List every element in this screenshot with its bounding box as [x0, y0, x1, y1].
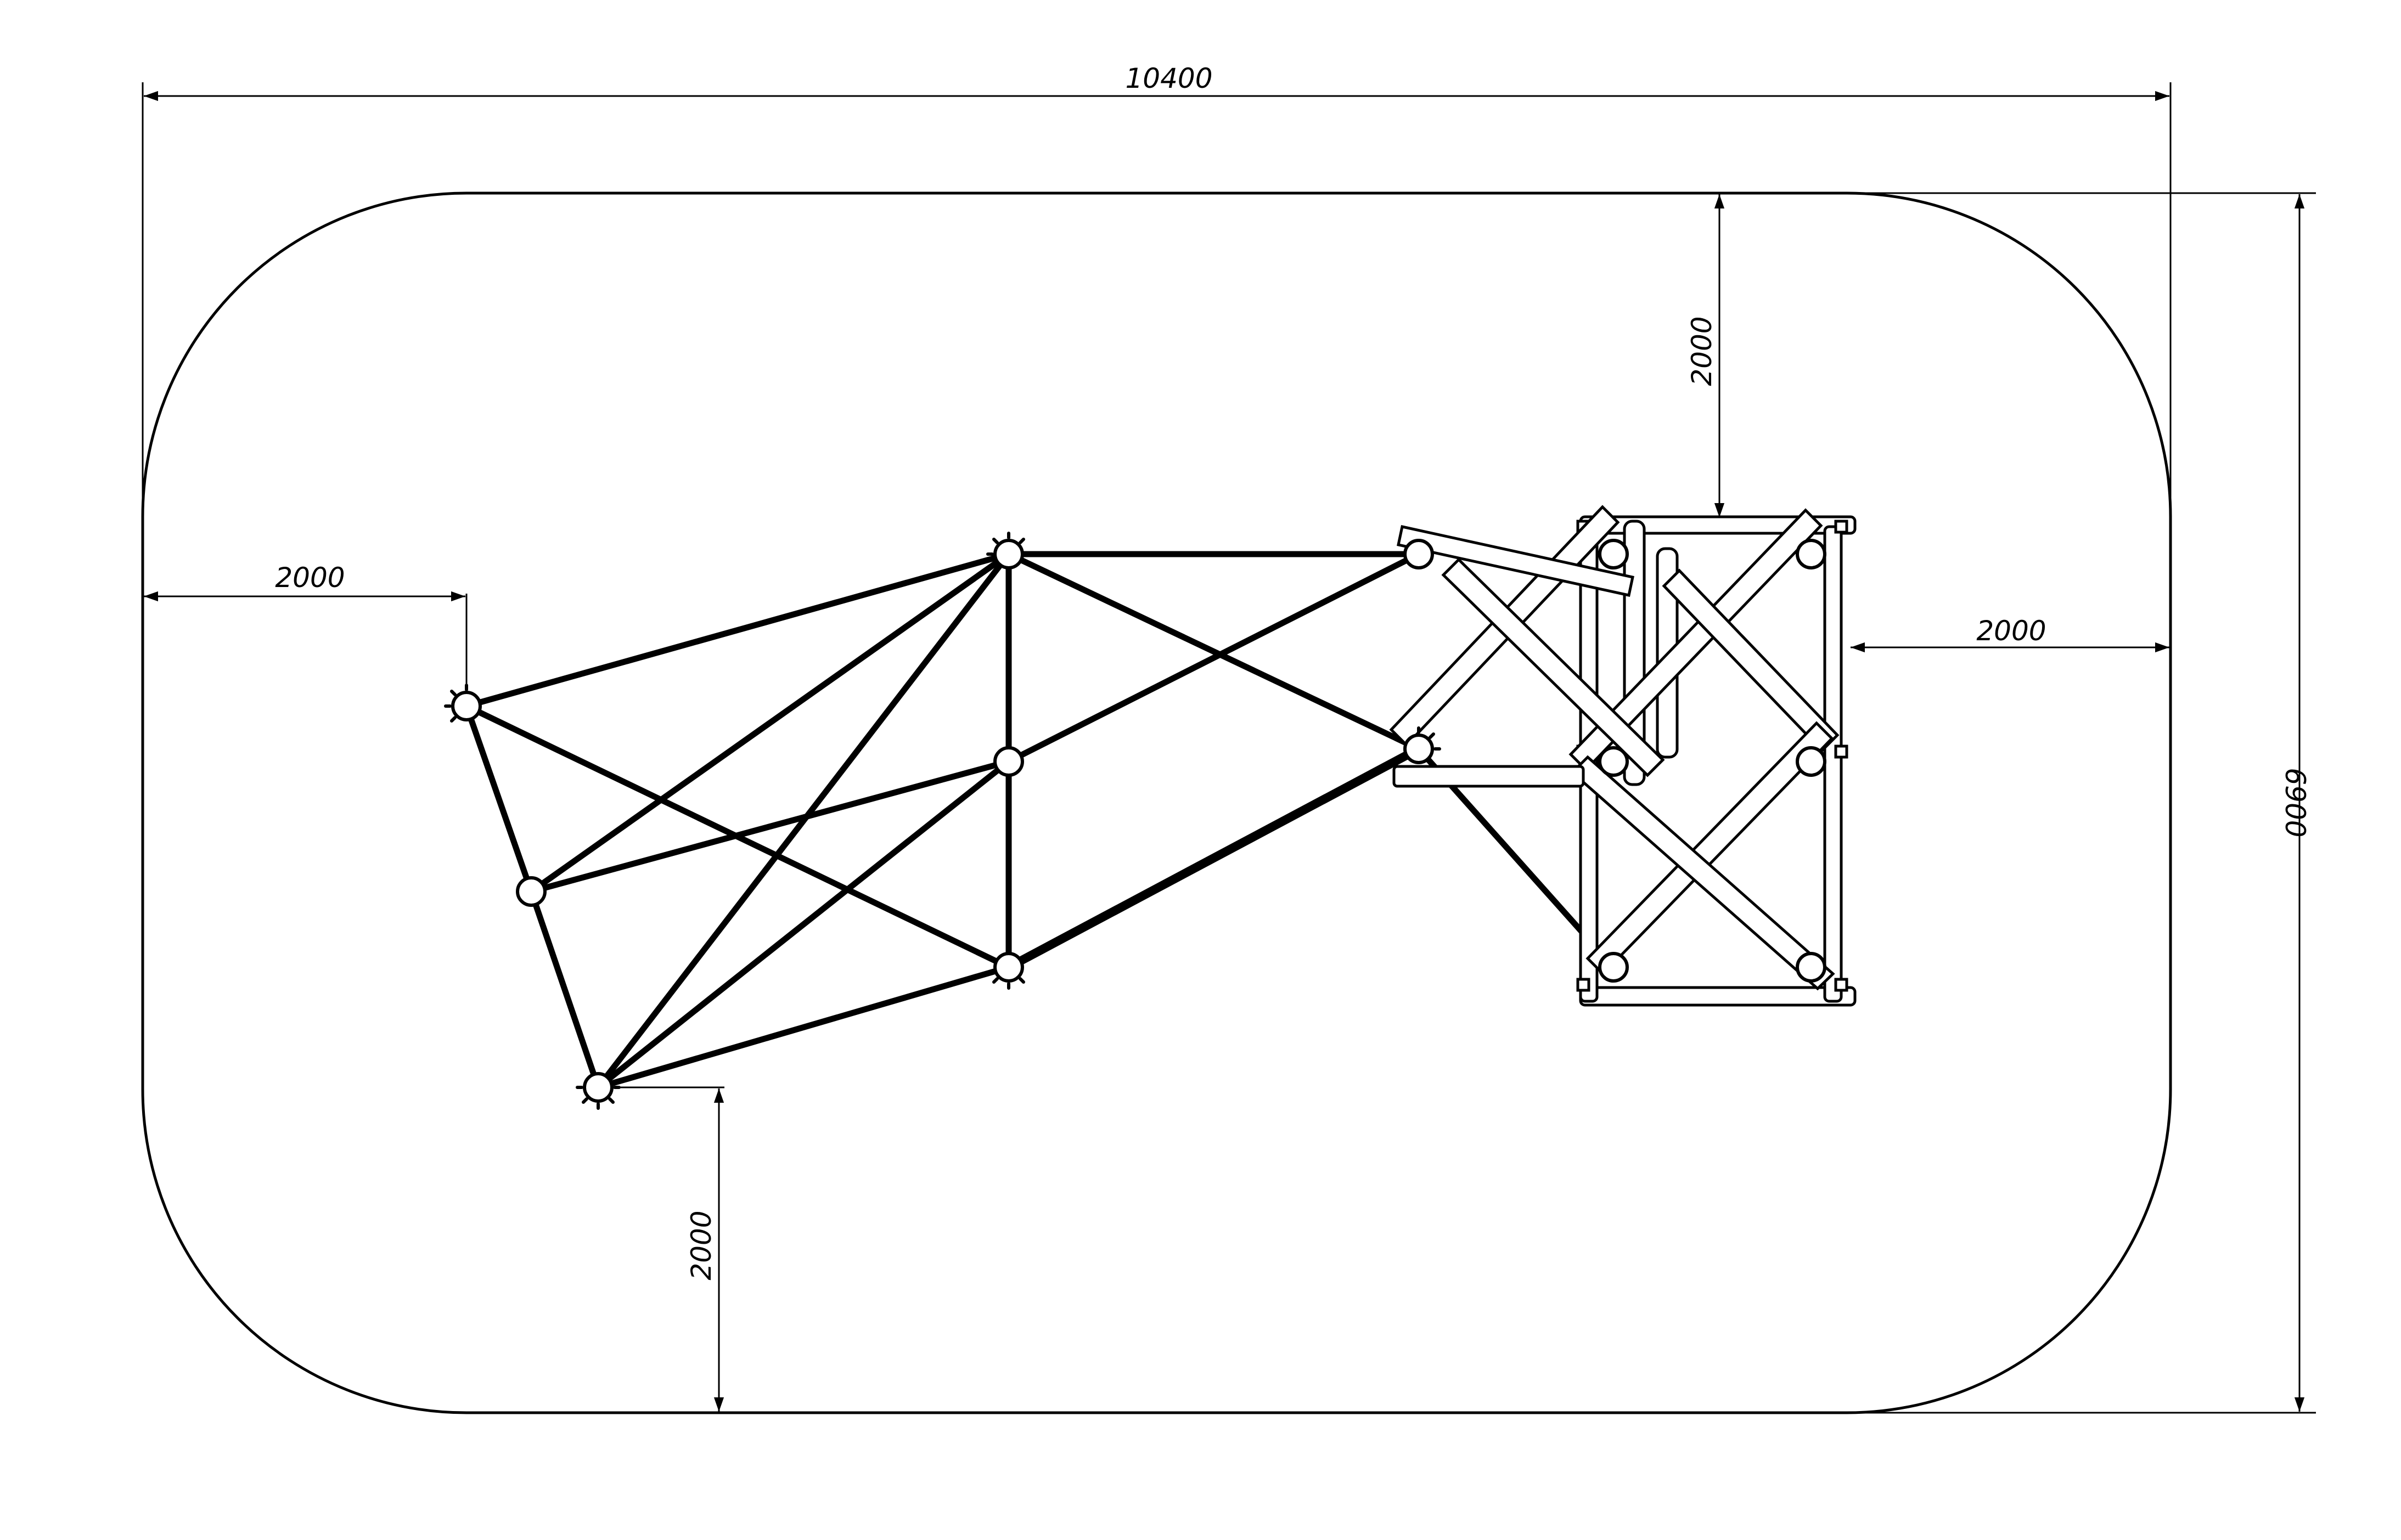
anchor-post [993, 539, 1024, 569]
anchor-post [1796, 539, 1826, 569]
anchor-post [451, 691, 482, 721]
dimension-overall-height-label: 6900 [2279, 768, 2311, 837]
dimension-top-clearance-label: 2000 [1686, 316, 1718, 386]
rope-net [463, 551, 1617, 1091]
net-anchor-posts [451, 539, 1826, 1103]
anchor-post [583, 1072, 614, 1103]
anchor-post [1403, 539, 1434, 569]
dimension-left-clearance [144, 591, 468, 700]
safety-zone-outline [141, 191, 2172, 1414]
dimension-overall-width [142, 82, 2172, 549]
anchor-post [1403, 734, 1434, 764]
wooden-frame [1389, 505, 1857, 1007]
anchor-post [993, 746, 1024, 777]
anchor-post [1598, 952, 1629, 983]
dimension-bottom-clearance-label: 2000 [685, 1210, 717, 1280]
anchor-post [1598, 746, 1629, 777]
anchor-post [1796, 952, 1826, 983]
rope-net-thick-cable [1004, 744, 1423, 972]
dimension-overall-height [1811, 192, 2316, 1414]
anchor-post [1796, 746, 1826, 777]
dimension-bottom-clearance [601, 1086, 724, 1412]
bolt-ticks [444, 532, 1441, 1110]
anchor-post [1598, 539, 1629, 569]
dimension-left-clearance-label: 2000 [275, 562, 345, 594]
dimension-right-clearance-label: 2000 [1976, 615, 2046, 647]
anchor-post [516, 876, 547, 907]
anchor-post [993, 952, 1024, 983]
dimension-overall-width-label: 10400 [1125, 63, 1212, 94]
